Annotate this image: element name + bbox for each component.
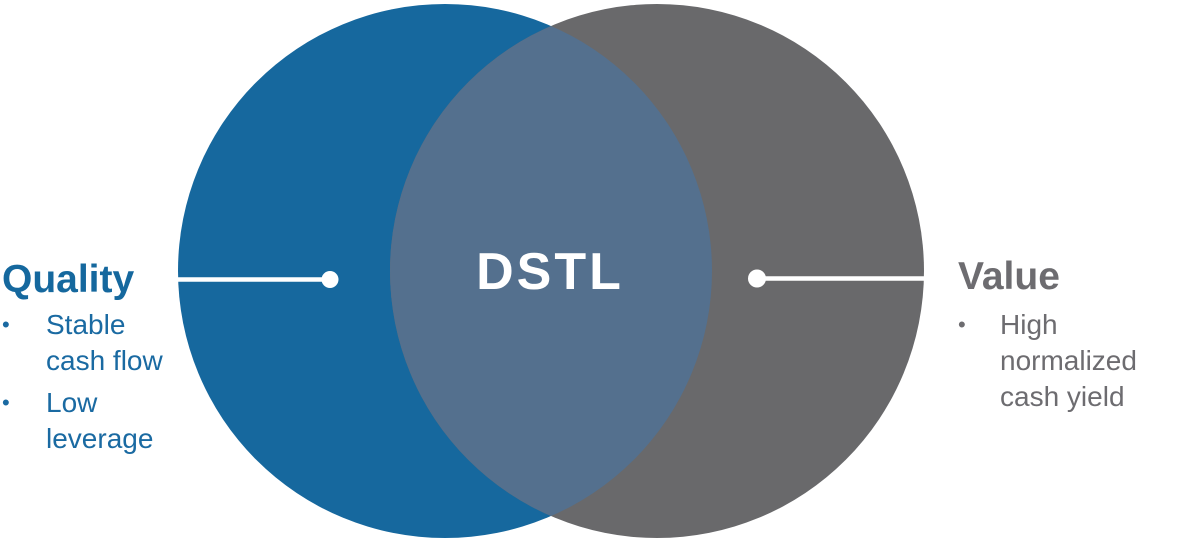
quality-bullet-list: • Stable cash flow • Low leverage [2, 307, 186, 463]
value-bullet-list: • High normalized cash yield [958, 307, 1185, 421]
bullet-icon: • [2, 312, 10, 337]
center-label: DSTL [476, 243, 624, 301]
bullet-icon: • [958, 312, 966, 337]
bullet-icon: • [2, 390, 10, 415]
value-label: Value [958, 255, 1060, 298]
list-item: • High normalized cash yield [958, 307, 1185, 415]
list-item: • Stable cash flow [2, 307, 186, 379]
quality-bullet-text: Stable cash flow [46, 309, 163, 376]
quality-connector-dot [321, 271, 339, 288]
value-bullet-text: High normalized cash yield [1000, 309, 1137, 412]
list-item: • Low leverage [2, 385, 186, 457]
quality-bullet-text: Low leverage [46, 387, 154, 454]
quality-label: Quality [2, 258, 135, 301]
value-connector-dot [748, 269, 766, 288]
overlap-region [390, 4, 712, 538]
